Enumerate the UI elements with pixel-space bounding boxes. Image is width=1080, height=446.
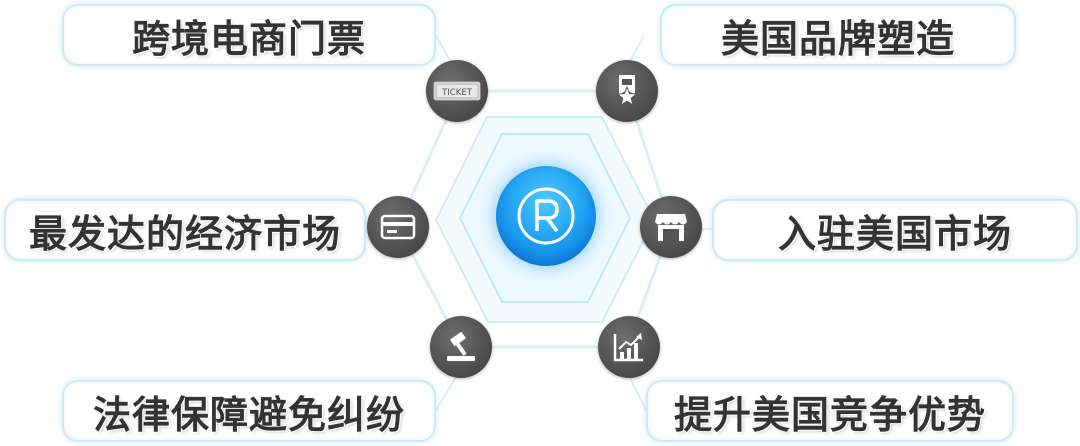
storefront-icon <box>655 214 687 241</box>
label-text: 法律保障避免纠纷 <box>92 392 405 437</box>
brand-node <box>596 60 658 122</box>
label-text: 美国品牌塑造 <box>720 16 955 61</box>
connector-bl <box>435 373 459 411</box>
label-enter-us-market: 入驻美国市场 <box>712 199 1078 261</box>
label-text: 跨境电商门票 <box>131 16 366 61</box>
svg-text:TICKET: TICKET <box>441 88 473 98</box>
legal-node <box>430 316 492 378</box>
card-node <box>367 196 429 258</box>
label-text: 最发达的经济市场 <box>28 211 341 256</box>
connector-br <box>627 373 647 411</box>
shop-node <box>640 196 702 258</box>
label-text: 提升美国竞争优势 <box>673 392 986 437</box>
label-us-brand-building: 美国品牌塑造 <box>660 4 1016 66</box>
growth-node <box>598 316 660 378</box>
label-competitive-advantage: 提升美国竞争优势 <box>646 380 1014 442</box>
label-legal-protection: 法律保障避免纠纷 <box>62 380 436 442</box>
gavel-icon <box>447 332 475 361</box>
ticket-icon: TICKET <box>433 81 481 101</box>
star-badge-icon <box>616 75 638 107</box>
label-cross-border-ticket: 跨境电商门票 <box>62 4 436 66</box>
center-registered-node <box>496 166 596 266</box>
registered-trademark-icon <box>517 187 575 245</box>
ticket-node: TICKET <box>426 60 488 122</box>
label-developed-economy: 最发达的经济市场 <box>4 199 366 261</box>
credit-card-icon <box>380 214 416 240</box>
growth-chart-icon <box>613 333 643 362</box>
label-text: 入驻美国市场 <box>777 211 1012 256</box>
